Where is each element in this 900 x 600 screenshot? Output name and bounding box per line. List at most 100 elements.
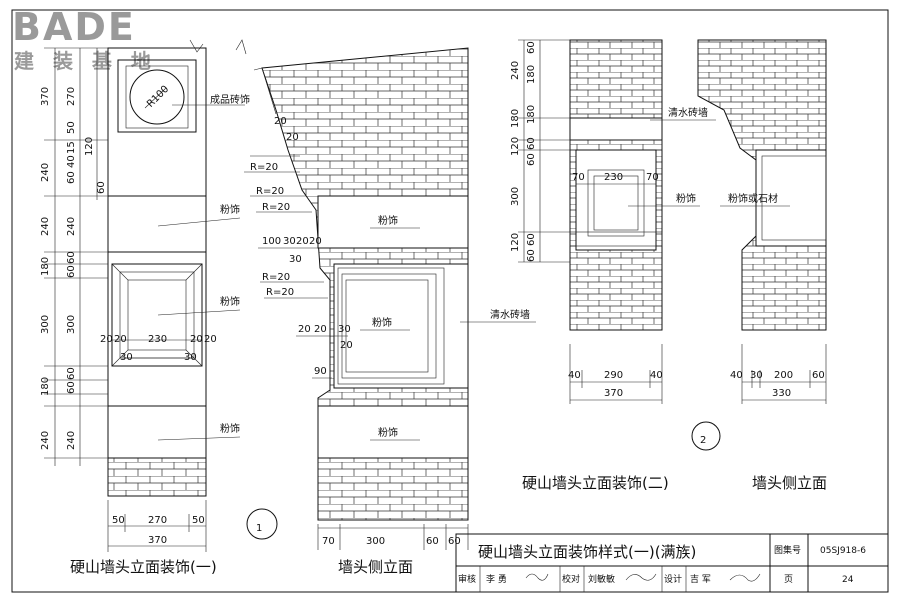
fig2-side-40: 40 <box>730 370 743 381</box>
fig1-bottom-50a: 50 <box>112 515 125 526</box>
fig2-dim-180c: 180 <box>526 105 537 124</box>
fig1-dim-240b: 240 <box>40 217 51 236</box>
checker-signature <box>625 573 657 581</box>
fig1-side-r1: R=20 <box>250 162 278 173</box>
fig2-dim-60d: 60 <box>526 233 537 246</box>
title-block-check-label: 校对 <box>562 573 580 585</box>
fig1-left-dimensions <box>44 47 108 466</box>
fig1-bottom-370: 370 <box>148 535 167 546</box>
fig2-side-elevation <box>697 39 827 331</box>
fig1-label-product-brick: 成品砖饰 <box>210 93 250 106</box>
logo-brand: BADE <box>12 5 136 49</box>
title-block-reviewer: 李 勇 <box>486 573 507 585</box>
title-block-atlas-no: 05SJ918-6 <box>820 546 866 556</box>
fig2-side-330: 330 <box>772 388 791 399</box>
fig2-dim-300: 300 <box>510 187 521 206</box>
fig1-bottom-270: 270 <box>148 515 167 526</box>
fig1-dim-mid-20b: 20 <box>114 334 127 345</box>
fig1-dim-60e: 60 <box>66 381 77 394</box>
fig1-dim-mid-20c: 20 <box>190 334 203 345</box>
title-block-designer: 吉 军 <box>690 574 711 585</box>
fig1-side-plaster-c: 粉饰 <box>378 426 398 439</box>
fig1-side-bottom-300: 300 <box>366 536 385 547</box>
fig1-side-90: 90 <box>314 366 327 377</box>
fig1-dim-mid-30b: 30 <box>184 352 197 363</box>
fig1-dim-240e: 240 <box>66 431 77 450</box>
fig1-dim-mid-20a: 20 <box>100 334 113 345</box>
fig2-side-60: 60 <box>812 370 825 381</box>
fig1-side-mid-30: 30 <box>338 324 351 335</box>
fig2-dim-60c: 60 <box>526 153 537 166</box>
fig1-side-clear-brick: 清水砖墙 <box>490 308 530 321</box>
fig2-dim-120a: 120 <box>510 137 521 156</box>
fig2-side-caption: 墙头侧立面 <box>752 474 827 492</box>
fig2-dim-180b: 180 <box>526 65 537 84</box>
reviewer-signature <box>525 573 549 581</box>
logo-tagline: 建 装 基 地 <box>14 49 157 73</box>
fig2-inner-70b: 70 <box>646 172 659 183</box>
fig1-dim-60b: 60 <box>66 251 77 264</box>
fig2-dim-120b: 120 <box>510 233 521 252</box>
fig2-dim-60e: 60 <box>526 249 537 262</box>
fig1-side-bottom-60a: 60 <box>426 536 439 547</box>
fig2-bottom-290: 290 <box>604 370 623 381</box>
title-block-review-label: 审核 <box>458 573 476 585</box>
fig1-dim-270: 270 <box>66 87 77 106</box>
fig2-side-30: 30 <box>750 370 763 381</box>
fig1-side-30b: 30 <box>289 254 302 265</box>
fig1-side-r2: R=20 <box>256 186 284 197</box>
fig2-clear-brick: 清水砖墙 <box>668 106 708 119</box>
brand-logo: BADE 建 装 基 地 <box>12 5 157 73</box>
fig1-dim-mid-230: 230 <box>148 334 167 345</box>
fig2-side-200: 200 <box>774 370 793 381</box>
fig1-dim-60c: 60 <box>66 265 77 278</box>
fig2-front-elevation <box>569 39 663 331</box>
fig1-label-plaster-c: 粉饰 <box>220 422 240 435</box>
fig1-dim-15: 15 <box>66 141 77 154</box>
fig1-side-mid-20b: 20 <box>314 324 327 335</box>
fig1-side-plaster-b: 粉饰 <box>372 316 392 329</box>
fig1-side-mid-20c: 20 <box>340 340 353 351</box>
fig2-bottom-40b: 40 <box>650 370 663 381</box>
fig1-side-top-20b: 20 <box>286 132 299 143</box>
fig1-bottom-50b: 50 <box>192 515 205 526</box>
fig1-dim-300: 300 <box>40 315 51 334</box>
fig1-side-r3: R=20 <box>262 202 290 213</box>
fig2-dim-180: 180 <box>510 109 521 128</box>
fig1-dim-370: 370 <box>40 87 51 106</box>
fig1-circle-number: 1 <box>256 523 262 534</box>
fig1-side-bottom-60b: 60 <box>448 536 461 547</box>
fig2-bottom-370: 370 <box>604 388 623 399</box>
fig1-dim-60f: 60 <box>96 181 107 194</box>
fig1-caption: 硬山墙头立面装饰(一) <box>70 558 217 576</box>
fig2-dim-60b: 60 <box>526 137 537 150</box>
designer-signature <box>729 573 761 582</box>
fig2-plaster-stone: 粉饰或石材 <box>728 192 778 205</box>
fig1-dim-300b: 300 <box>66 315 77 334</box>
fig1-side-plaster-a: 粉饰 <box>378 214 398 227</box>
title-block <box>455 533 889 593</box>
fig1-dim-240a: 240 <box>40 163 51 182</box>
fig1-dim-240c: 240 <box>40 431 51 450</box>
fig1-side-mid-20a: 20 <box>298 324 311 335</box>
fig1-dim-mid-20d: 20 <box>204 334 217 345</box>
fig1-side-elevation <box>235 39 469 521</box>
fig1-side-20b: 20 <box>309 236 322 247</box>
fig2-caption: 硬山墙头立面装饰(二) <box>522 474 669 492</box>
fig1-dim-40: 40 <box>66 155 77 168</box>
fig1-dim-60a: 60 <box>66 171 77 184</box>
fig2-inner-70a: 70 <box>572 172 585 183</box>
fig1-label-plaster-b: 粉饰 <box>220 295 240 308</box>
title-block-checker: 刘敏敏 <box>588 573 615 585</box>
fig1-dim-50: 50 <box>66 121 77 134</box>
fig2-bottom-40a: 40 <box>568 370 581 381</box>
fig2-dim-60a: 60 <box>526 41 537 54</box>
fig1-side-30: 30 <box>283 236 296 247</box>
fig1-dim-mid-30a: 30 <box>120 352 133 363</box>
fig1-side-100: 100 <box>262 236 281 247</box>
fig1-radius-label: R100 <box>145 84 171 110</box>
fig1-dim-180a: 180 <box>40 257 51 276</box>
fig1-label-plaster-a: 粉饰 <box>220 203 240 216</box>
sheet-border <box>11 9 889 593</box>
